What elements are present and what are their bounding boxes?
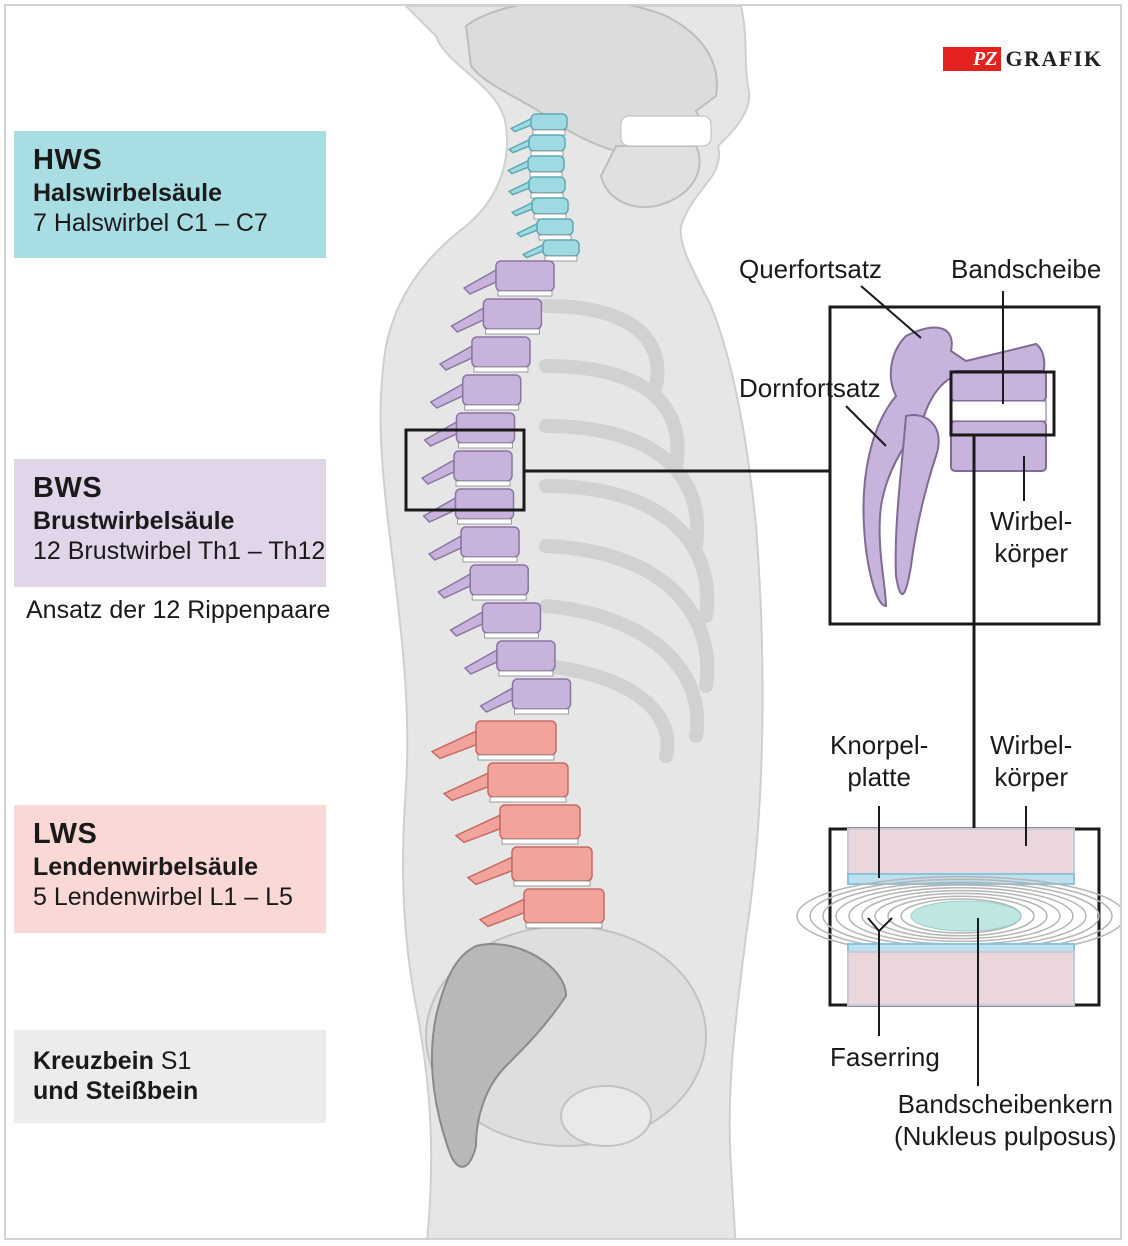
cervical-vertebra bbox=[507, 134, 566, 157]
region-kreuz-bold: Kreuzbein bbox=[33, 1047, 154, 1075]
lumbar-vertebra bbox=[478, 888, 605, 929]
region-kreuz-line2: und Steißbein bbox=[33, 1077, 199, 1105]
label-bandscheibenkern: Bandscheibenkern (Nukleus pulposus) bbox=[894, 1089, 1117, 1152]
label-wirbelkoerper-top-1: Wirbel- bbox=[990, 506, 1073, 536]
label-wirbelkoerper-top: Wirbel- körper bbox=[990, 506, 1072, 569]
label-knorpelplatte: Knorpel- platte bbox=[830, 730, 928, 793]
pz-grafik-logo: PZ GRAFIK bbox=[943, 46, 1102, 72]
graphic-frame: PZ GRAFIK HWS Halswirbelsäule 7 Halswirb… bbox=[4, 4, 1122, 1240]
thoracic-vertebra bbox=[449, 602, 542, 639]
lower-vertebral-body bbox=[847, 951, 1075, 1006]
thoracic-vertebra bbox=[437, 564, 529, 601]
region-bws: BWS Brustwirbelsäule 12 Brustwirbel Th1 … bbox=[14, 459, 326, 587]
label-knorpelplatte-1: Knorpel- bbox=[830, 730, 929, 760]
cervical-vertebrae bbox=[506, 113, 580, 262]
lumbar-vertebrae bbox=[430, 720, 605, 929]
pz-logo-mark: PZ bbox=[943, 47, 1002, 71]
label-bandscheibenkern-1: Bandscheibenkern bbox=[897, 1089, 1113, 1119]
region-hws: HWS Halswirbelsäule 7 Halswirbel C1 – C7 bbox=[14, 131, 326, 258]
upper-vertebral-body bbox=[847, 828, 1075, 880]
cervical-vertebra bbox=[515, 218, 574, 241]
label-knorpelplatte-2: platte bbox=[847, 761, 911, 792]
leader-lines-bottom bbox=[867, 806, 1027, 1086]
annulus-ring bbox=[874, 892, 1048, 940]
region-lws-detail: 5 Lendenwirbel L1 – L5 bbox=[33, 882, 293, 911]
region-hws-name: Halswirbelsäule bbox=[33, 178, 222, 207]
annulus-ring bbox=[861, 889, 1061, 943]
cervical-vertebra bbox=[507, 176, 566, 199]
region-hws-abbr: HWS bbox=[33, 144, 103, 176]
thoracic-vertebra bbox=[462, 260, 555, 297]
thoracic-vertebra bbox=[427, 526, 520, 563]
thoracic-vertebrae bbox=[420, 260, 572, 715]
cervical-vertebra bbox=[506, 155, 565, 178]
disc-in-detail bbox=[950, 400, 1047, 422]
thoracic-vertebra bbox=[423, 412, 516, 449]
label-bandscheibe: Bandscheibe bbox=[951, 254, 1102, 284]
region-kreuzbein: Kreuzbein S1 und Steißbein bbox=[14, 1030, 326, 1123]
region-bws-abbr: BWS bbox=[33, 472, 103, 504]
thoracic-vertebra bbox=[450, 298, 543, 335]
region-lws-abbr: LWS bbox=[33, 818, 98, 850]
region-lws-name: Lendenwirbelsäule bbox=[33, 852, 259, 881]
logo-text: GRAFIK bbox=[1005, 46, 1103, 71]
label-faserring: Faserring bbox=[830, 1042, 940, 1072]
lumbar-vertebra bbox=[466, 846, 593, 887]
cervical-vertebra bbox=[509, 113, 568, 136]
label-querfortsatz: Querfortsatz bbox=[739, 254, 883, 284]
region-bws-detail: 12 Brustwirbel Th1 – Th12 bbox=[33, 536, 326, 565]
nucleus-pulposus bbox=[910, 900, 1022, 932]
region-hws-detail: 7 Halswirbel C1 – C7 bbox=[33, 208, 268, 237]
annulus-ring bbox=[887, 895, 1035, 937]
leader-lines-top bbox=[845, 285, 1025, 501]
thoracic-vertebra bbox=[463, 640, 556, 677]
label-wirbelkoerper-bottom: Wirbel- körper bbox=[990, 730, 1072, 793]
lumbar-vertebra bbox=[454, 804, 581, 845]
rib-cage bbox=[539, 299, 715, 763]
region-kreuz-line1: Kreuzbein S1 bbox=[33, 1046, 326, 1076]
label-wirbelkoerper-top-2: körper bbox=[994, 537, 1069, 568]
lumbar-vertebra bbox=[430, 720, 557, 761]
thoracic-vertebra bbox=[479, 678, 572, 715]
region-lws: LWS Lendenwirbelsäule 5 Lendenwirbel L1 … bbox=[14, 805, 326, 933]
lumbar-vertebra bbox=[442, 762, 569, 803]
thoracic-vertebra bbox=[420, 450, 513, 487]
spine-illustration bbox=[379, 6, 1120, 1238]
label-bandscheibenkern-2: (Nukleus pulposus) bbox=[894, 1120, 1117, 1151]
region-kreuz-rest: S1 bbox=[153, 1047, 192, 1075]
teeth bbox=[620, 115, 712, 147]
cervical-vertebra bbox=[521, 239, 580, 262]
cervical-vertebra bbox=[510, 197, 569, 220]
jaw bbox=[599, 145, 701, 208]
label-wirbelkoerper-bottom-1: Wirbel- bbox=[990, 730, 1073, 760]
thoracic-vertebra bbox=[438, 336, 531, 373]
rib-note: Ansatz der 12 Rippenpaare bbox=[26, 596, 331, 624]
label-dornfortsatz: Dornfortsatz bbox=[739, 373, 881, 403]
hip-socket bbox=[560, 1085, 652, 1147]
sacrum bbox=[431, 943, 568, 1168]
label-wirbelkoerper-bottom-2: körper bbox=[994, 761, 1069, 792]
thoracic-vertebra bbox=[429, 374, 522, 411]
region-bws-name: Brustwirbelsäule bbox=[33, 506, 235, 535]
